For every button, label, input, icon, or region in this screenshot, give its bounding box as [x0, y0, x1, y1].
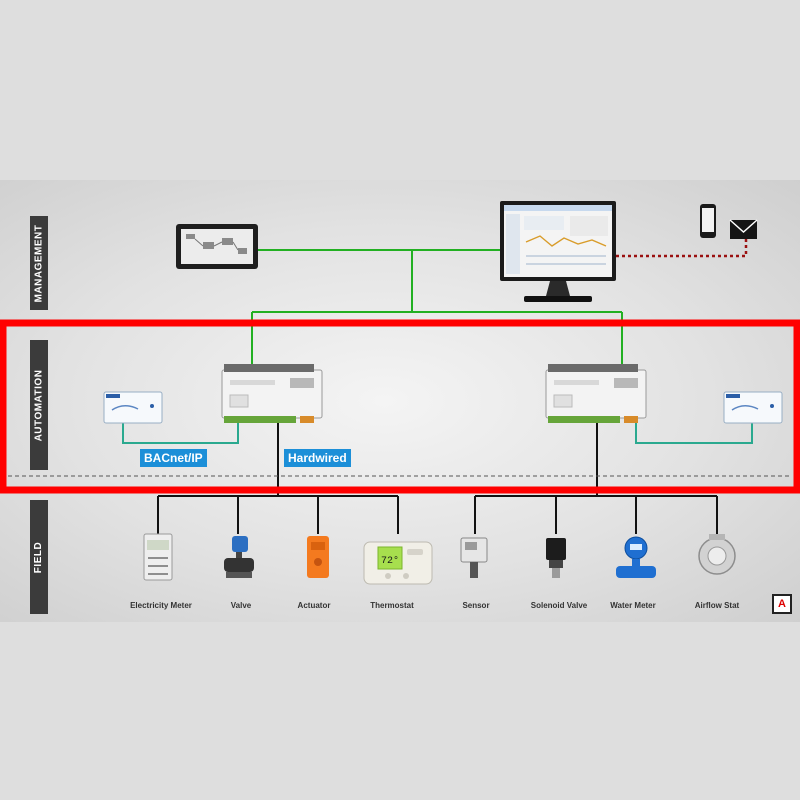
bms-architecture-scene: 72° MANAGEMENT AUTO — [0, 180, 800, 622]
field-layer-band: FIELD — [30, 500, 48, 614]
field-device-label: Solenoid Valve — [530, 601, 588, 610]
automation-layer-band: AUTOMATION — [30, 340, 48, 470]
field-device-label: Sensor — [462, 601, 490, 610]
workstation-monitor-icon — [500, 201, 616, 302]
electricity-meter-icon — [143, 533, 173, 581]
controller-left-icon — [221, 364, 323, 423]
touch-panel-icon — [176, 224, 258, 269]
solenoid-valve-icon — [546, 538, 566, 578]
automation-highlight-frame — [0, 319, 800, 494]
management-layer-label: MANAGEMENT — [33, 224, 45, 302]
alert-link — [616, 230, 748, 258]
phone-icon — [700, 204, 716, 238]
field-device-label: Airflow Stat — [694, 601, 740, 610]
field-device-label: Electricity Meter — [130, 601, 192, 610]
brand-logo-icon: A — [772, 594, 792, 614]
actuator-icon — [307, 536, 329, 578]
field-device-label: Water Meter — [610, 601, 656, 610]
bacnet-links — [122, 414, 753, 444]
field-device-label: Actuator — [297, 601, 331, 610]
field-bus-lines — [157, 418, 718, 534]
room-unit-left-icon — [103, 391, 163, 424]
water-meter-icon — [616, 536, 656, 578]
management-layer-band: MANAGEMENT — [30, 216, 48, 310]
field-device-label: Thermostat — [370, 601, 414, 610]
sensor-icon — [460, 537, 488, 578]
thermostat-display: 72° — [381, 555, 399, 567]
field-device-label: Valve — [230, 601, 252, 610]
email-icon — [729, 219, 758, 239]
controller-right-icon — [545, 364, 647, 423]
valve-icon — [224, 536, 254, 578]
network-diagram: 72° — [0, 201, 800, 585]
bacnet-ip-tag: BACnet/IP — [140, 449, 207, 467]
thermostat-icon: 72° — [363, 541, 433, 585]
room-unit-right-icon — [723, 391, 783, 424]
automation-layer-label: AUTOMATION — [33, 369, 45, 441]
airflow-stat-icon — [698, 534, 736, 575]
field-layer-label: FIELD — [33, 541, 45, 573]
hardwired-tag: Hardwired — [284, 449, 351, 467]
